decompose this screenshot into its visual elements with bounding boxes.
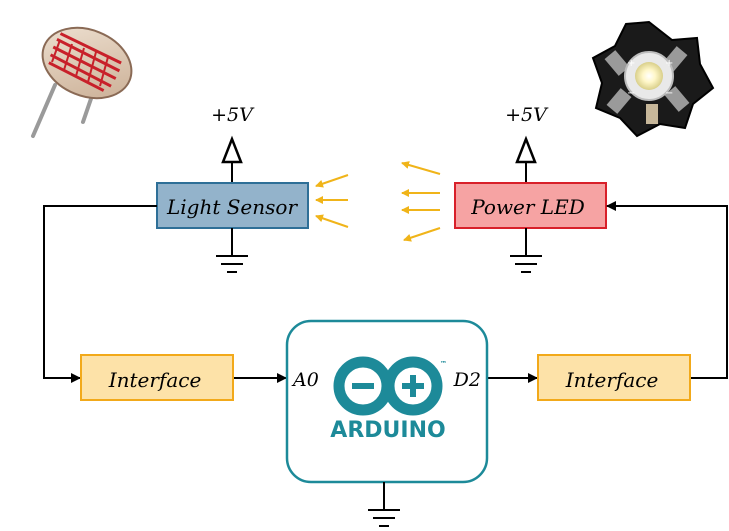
interface-left-block: Interface: [80, 354, 234, 401]
light-sensor-label: Light Sensor: [166, 195, 298, 219]
sensor-ground-icon: [216, 228, 248, 273]
pin-d2-label: D2: [453, 369, 481, 391]
wire-interface-to-led: [606, 201, 728, 379]
svg-text:+: +: [665, 58, 673, 69]
arduino-block: A0 D2 ™ ARDUINO: [285, 319, 489, 484]
sensor-supply-arrow: [221, 135, 243, 183]
arduino-brand-text: ARDUINO: [330, 418, 445, 443]
interface-right-block: Interface: [537, 354, 691, 401]
light-rays-outgoing: [401, 161, 441, 242]
svg-text:−: −: [665, 88, 673, 99]
led-supply-label: +5V: [505, 104, 549, 126]
sensor-supply-label: +5V: [211, 104, 255, 126]
led-supply-arrow: [515, 135, 537, 183]
svg-text:−: −: [627, 88, 635, 99]
photoresistor-icon: [31, 26, 133, 138]
pin-a0-label: A0: [291, 369, 319, 391]
light-rays-incoming: [315, 174, 349, 228]
arduino-ground-icon: [368, 482, 400, 527]
power-led-block: Power LED: [454, 182, 607, 229]
svg-text:+: +: [627, 58, 635, 69]
led-ground-icon: [510, 228, 542, 273]
interface-right-label: Interface: [565, 368, 659, 392]
arduino-trademark: ™: [440, 360, 447, 368]
power-led-label: Power LED: [470, 195, 584, 219]
arduino-logo-icon: [333, 356, 443, 416]
wire-sensor-to-interface: [43, 205, 157, 383]
led-star-icon: + + − −: [591, 20, 715, 138]
interface-left-label: Interface: [108, 368, 202, 392]
light-sensor-block: Light Sensor: [156, 182, 309, 229]
